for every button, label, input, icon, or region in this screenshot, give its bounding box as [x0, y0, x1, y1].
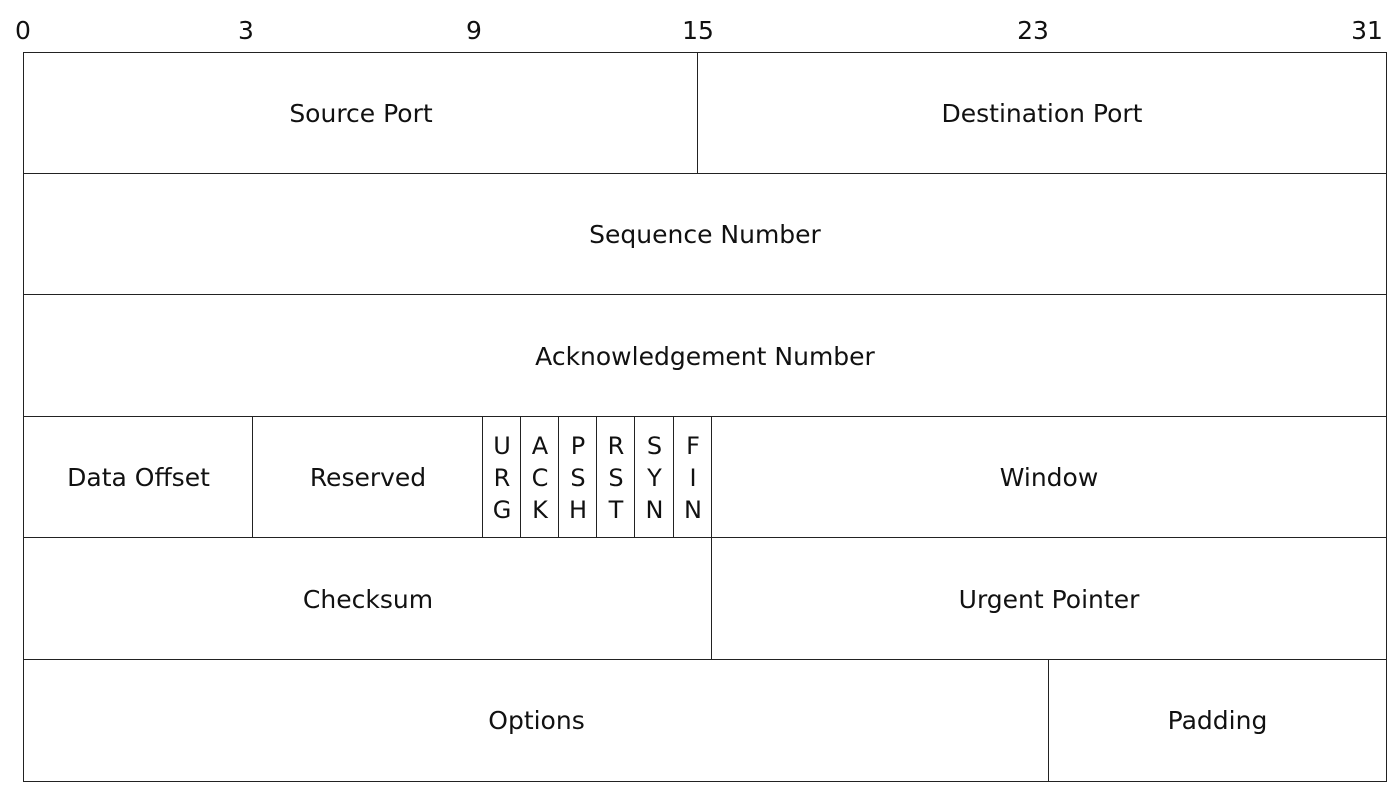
bit-label-15: 15	[682, 16, 714, 45]
urgent-pointer-label: Urgent Pointer	[958, 584, 1140, 614]
window-field: Window	[711, 416, 1387, 539]
source-port-label: Source Port	[289, 99, 433, 128]
bit-label-23: 23	[1017, 16, 1049, 45]
flag-urg: U R G	[482, 416, 522, 539]
flag-fin-char: I	[689, 463, 697, 492]
flag-rst: R S T	[596, 416, 636, 539]
flag-rst-char: S	[608, 463, 624, 492]
acknowledgement-number-label: Acknowledgement Number	[535, 341, 875, 371]
flag-syn-char: N	[645, 495, 664, 524]
flag-psh-char: H	[568, 495, 588, 524]
flag-psh-char: P	[570, 431, 586, 460]
window-label: Window	[999, 463, 1099, 492]
flag-fin: F I N	[673, 416, 713, 539]
flag-fin-char: F	[686, 431, 700, 460]
flag-psh: P S H	[558, 416, 598, 539]
flag-urg-char: G	[492, 495, 512, 524]
flag-urg-char: U	[493, 431, 511, 460]
sequence-number-field: Sequence Number	[23, 173, 1387, 296]
flag-psh-char: S	[570, 463, 586, 492]
flag-ack: A C K	[520, 416, 560, 539]
flag-urg-char: R	[493, 463, 511, 492]
flag-fin-char: N	[684, 495, 702, 524]
flag-ack-char: K	[532, 495, 548, 524]
source-port-field: Source Port	[23, 52, 699, 175]
checksum-label: Checksum	[302, 584, 434, 614]
acknowledgement-number-field: Acknowledgement Number	[23, 294, 1387, 418]
flag-syn-char: Y	[647, 463, 662, 492]
data-offset-field: Data Offset	[23, 416, 254, 539]
bit-label-0: 0	[15, 16, 31, 45]
options-field: Options	[23, 659, 1050, 782]
bit-label-3: 3	[238, 16, 254, 45]
options-label: Options	[488, 706, 585, 735]
flag-ack-char: C	[531, 463, 549, 492]
flag-syn: S Y N	[634, 416, 675, 539]
destination-port-label: Destination Port	[941, 99, 1143, 128]
flag-rst-char: T	[608, 495, 624, 524]
flag-ack-char: A	[531, 431, 549, 460]
reserved-label: Reserved	[309, 463, 427, 492]
destination-port-field: Destination Port	[697, 52, 1387, 175]
checksum-field: Checksum	[23, 537, 713, 661]
data-offset-label: Data Offset	[67, 463, 210, 492]
sequence-number-label: Sequence Number	[589, 220, 821, 249]
flag-rst-char: R	[607, 431, 625, 460]
urgent-pointer-field: Urgent Pointer	[711, 537, 1387, 661]
bit-label-9: 9	[466, 16, 482, 45]
reserved-field: Reserved	[252, 416, 484, 539]
padding-label: Padding	[1167, 706, 1268, 735]
flag-syn-char: S	[646, 431, 663, 460]
bit-label-31: 31	[1351, 16, 1383, 45]
padding-field: Padding	[1048, 659, 1387, 782]
